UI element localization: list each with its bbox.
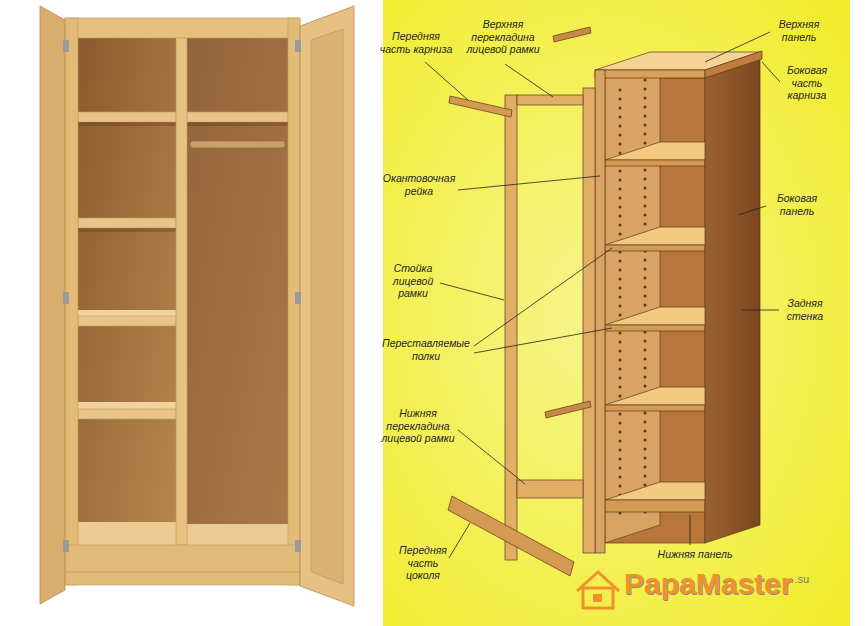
- right-door: [300, 6, 354, 606]
- leader-lines: [425, 32, 780, 558]
- leader-line: [690, 515, 691, 545]
- watermark: .su: [794, 574, 809, 585]
- shelf: [78, 112, 176, 122]
- hinge: [295, 540, 301, 552]
- part-label: Передняя часть цоколя: [395, 544, 451, 582]
- floor: [78, 522, 176, 545]
- cornice-side: [705, 51, 762, 78]
- shelf-top: [78, 310, 176, 316]
- side-panel: [705, 60, 760, 543]
- leader-line: [742, 310, 779, 311]
- shelf: [187, 112, 288, 122]
- shelf-edge: [605, 405, 705, 411]
- part-label: Верхняя перекладина лицевой рамки: [462, 18, 544, 56]
- hinge: [63, 292, 69, 304]
- top-board: [65, 18, 300, 38]
- hinge: [295, 292, 301, 304]
- part-label: Боковая панель: [768, 192, 826, 217]
- house-icon: [577, 572, 619, 608]
- leader-line: [505, 64, 553, 97]
- leader-line: [458, 430, 525, 484]
- edging-strip: [545, 401, 591, 418]
- part-label: Окантовочная рейка: [380, 172, 458, 197]
- shelf-top: [78, 402, 176, 409]
- frame-stile: [583, 88, 595, 553]
- watermark: PapaMaster: [624, 569, 792, 599]
- hinge: [295, 40, 301, 52]
- frame-top-rail: [517, 95, 583, 105]
- part-label: Верхняя панель: [770, 18, 828, 43]
- part-label: Переставляемые полки: [378, 337, 474, 362]
- cabinet-exploded: [448, 27, 762, 576]
- shelf: [78, 316, 176, 326]
- bottom-panel-edge: [605, 500, 705, 512]
- part-label: Боковая часть карниза: [782, 64, 832, 102]
- house-window: [593, 594, 602, 602]
- part-label: Задняя стенка: [781, 297, 829, 322]
- leader-line: [425, 62, 468, 100]
- left-door: [40, 6, 65, 604]
- shelf-holes: [644, 80, 647, 515]
- divider: [176, 38, 187, 545]
- base-board: [65, 545, 300, 585]
- cornice-front: [449, 96, 512, 117]
- shelf-shadow: [78, 122, 176, 126]
- wardrobe-photo: [40, 6, 354, 606]
- part-label: Нижняя панель: [640, 548, 750, 561]
- floor: [187, 524, 288, 545]
- shelf: [78, 218, 176, 228]
- part-label: Нижняя перекладина лицевой рамки: [377, 407, 459, 445]
- loose-strip: [553, 27, 591, 42]
- leader-line: [762, 62, 780, 82]
- leader-line: [440, 283, 504, 300]
- side-edge: [595, 70, 605, 553]
- shelf: [78, 409, 176, 419]
- back-wall: [187, 38, 288, 545]
- plinth-front: [448, 496, 574, 576]
- leader-line: [705, 32, 770, 62]
- door-panel: [311, 29, 343, 584]
- side-board: [288, 18, 300, 585]
- leader-line: [474, 248, 612, 346]
- house-body: [583, 588, 613, 608]
- leader-line: [449, 523, 470, 558]
- back-wall: [78, 38, 176, 545]
- hanger-rod: [190, 141, 285, 148]
- leader-line: [474, 328, 612, 353]
- top-panel-edge: [595, 70, 705, 78]
- shelf-edge: [605, 160, 705, 166]
- hinge: [63, 540, 69, 552]
- hinge: [63, 40, 69, 52]
- shelf-edge: [605, 245, 705, 251]
- part-label: Передняя часть карниза: [377, 30, 455, 55]
- frame-bottom-rail: [517, 480, 583, 498]
- shelf-shadow: [78, 228, 176, 232]
- part-label: Стойка лицевой рамки: [388, 262, 438, 300]
- frame-stile: [505, 95, 517, 560]
- shelf-shadow: [187, 122, 288, 126]
- leader-line: [458, 176, 600, 190]
- plinth-line: [65, 572, 300, 573]
- leader-line: [738, 206, 766, 215]
- yellow-ground: [383, 0, 850, 626]
- inner-side: [605, 60, 660, 543]
- shelf-edge: [605, 325, 705, 331]
